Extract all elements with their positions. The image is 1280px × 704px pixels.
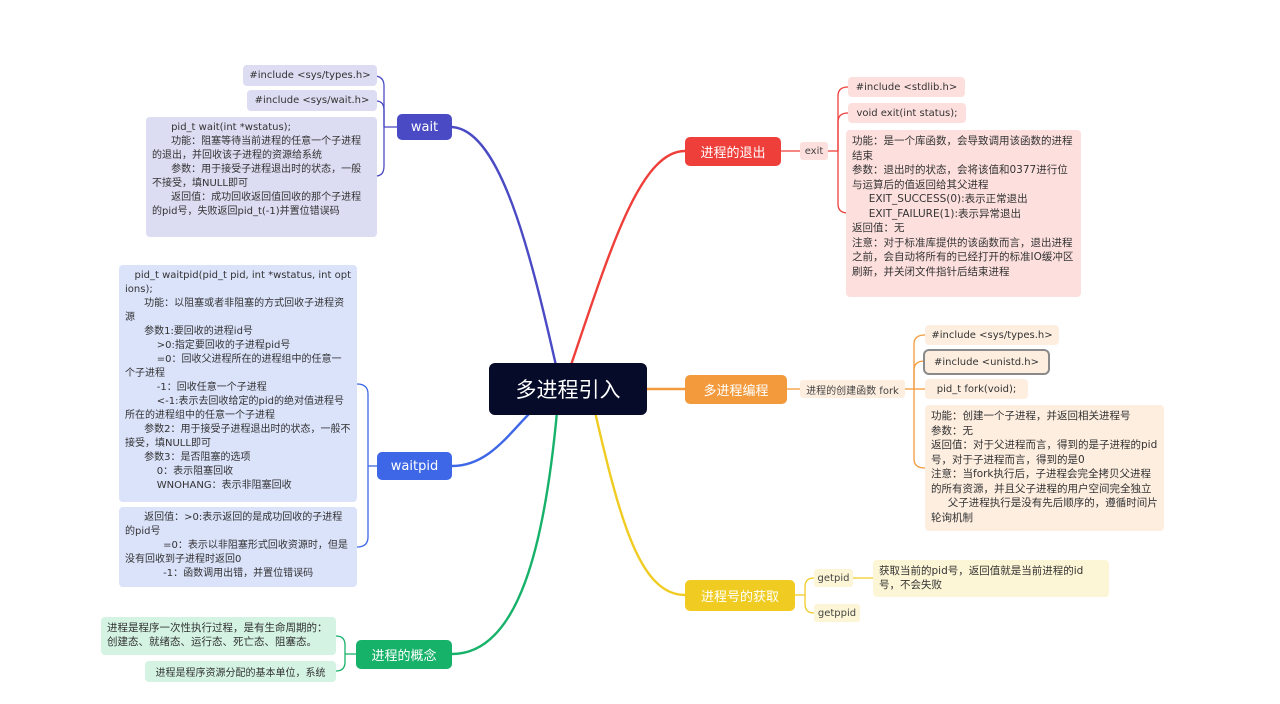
exit-description[interactable]: 功能：是一个库函数，会导致调用该函数的进程结束 参数：退出时的状态，会将该值和0… [846,130,1081,297]
link-concept [451,411,559,656]
waitpid-return[interactable]: 返回值：>0:表示返回的是成功回收的子进程的pid号 =0：表示以非阻塞形式回收… [119,507,357,587]
branch-wait[interactable]: wait [397,114,452,140]
link-exit [568,149,686,369]
getppid-function[interactable]: getppid [814,604,860,622]
wait-description[interactable]: pid_t wait(int *wstatus); 功能：阻塞等待当前进程的任意… [146,117,377,237]
branch-waitpid[interactable]: waitpid [377,452,452,480]
waitpid-description[interactable]: pid_t waitpid(pid_t pid, int *wstatus, i… [119,265,357,502]
concept-resource-unit[interactable]: 进程是程序资源分配的基本单位，系统 [145,661,336,682]
branch-get-pid[interactable]: 进程号的获取 [685,580,795,611]
fork-prototype[interactable]: pid_t fork(void); [925,379,1028,399]
link-wait [451,125,559,371]
fork-include-unistd[interactable]: #include <unistd.h> [923,349,1050,375]
branch-multiprocess[interactable]: 多进程编程 [685,375,787,404]
wait-include-wait[interactable]: #include <sys/wait.h> [247,90,377,111]
branch-process-concept[interactable]: 进程的概念 [356,640,452,669]
link-getpid [593,411,686,597]
fork-function[interactable]: 进程的创建函数 fork [800,380,905,398]
concept-lifecycle[interactable]: 进程是程序一次性执行过程，是有生命周期的：创建态、就绪态、运行态、死亡态、阻塞态… [101,617,336,655]
exit-function[interactable]: exit [800,142,828,160]
exit-prototype[interactable]: void exit(int status); [848,103,966,123]
exit-include-stdlib[interactable]: #include <stdlib.h> [848,77,965,97]
getpid-function[interactable]: getpid [814,569,853,587]
getpid-description[interactable]: 获取当前的pid号，返回值就是当前进程的id号，不会失败 [873,560,1109,597]
fork-include-types[interactable]: #include <sys/types.h> [925,325,1059,345]
branch-process-exit[interactable]: 进程的退出 [685,137,781,166]
central-topic[interactable]: 多进程引入 [489,363,647,415]
fork-description[interactable]: 功能：创建一个子进程，并返回相关进程号 参数：无 返回值：对于父进程而言，得到的… [925,405,1164,531]
wait-include-types[interactable]: #include <sys/types.h> [243,65,377,86]
